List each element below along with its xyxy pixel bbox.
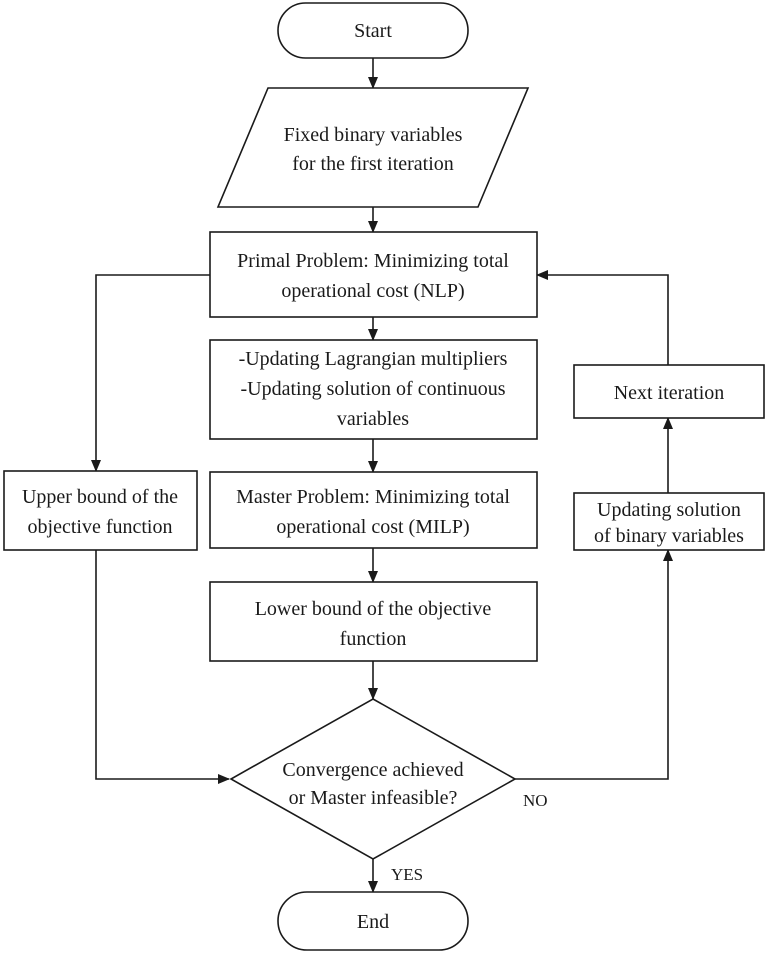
- updating-binary-node: Updating solution of binary variables: [573, 492, 765, 551]
- next-iteration-label: Next iteration: [614, 382, 725, 404]
- edge-next-to-primal: [536, 270, 669, 365]
- updating-binary-line-1: Updating solution: [597, 499, 741, 521]
- decision-line-1: Convergence achieved: [282, 759, 463, 781]
- lower-bound-node: Lower bound of the objective function: [209, 581, 538, 662]
- no-edge-label: NO: [523, 791, 548, 810]
- updating-multipliers-line-1: -Updating Lagrangian multipliers: [239, 348, 508, 370]
- updating-binary-line-2: of binary variables: [594, 525, 744, 547]
- primal-line-2: operational cost (NLP): [281, 280, 464, 302]
- updating-multipliers-node: -Updating Lagrangian multipliers -Updati…: [209, 339, 538, 440]
- lower-bound-line-2: function: [340, 628, 407, 650]
- start-label: Start: [354, 20, 392, 42]
- primal-problem-node: Primal Problem: Minimizing total operati…: [209, 231, 538, 318]
- fixed-binary-line-2: for the first iteration: [292, 153, 454, 175]
- decision-line-2: or Master infeasible?: [289, 787, 458, 809]
- start-terminal: Start: [277, 2, 469, 59]
- next-iteration-node: Next iteration: [573, 364, 765, 419]
- edges: [91, 58, 673, 893]
- updating-multipliers-line-3: variables: [337, 408, 409, 430]
- fixed-binary-input-node: Fixed binary variables for the first ite…: [216, 87, 530, 208]
- primal-line-1: Primal Problem: Minimizing total: [237, 250, 509, 272]
- upper-bound-line-2: objective function: [28, 516, 173, 538]
- yes-edge-label: YES: [391, 865, 423, 884]
- convergence-decision-node: Convergence achieved or Master infeasibl…: [229, 698, 517, 860]
- upper-bound-line-1: Upper bound of the: [22, 486, 178, 508]
- master-line-1: Master Problem: Minimizing total: [236, 486, 510, 508]
- end-terminal: End: [277, 891, 469, 951]
- master-problem-node: Master Problem: Minimizing total operati…: [209, 471, 538, 549]
- upper-bound-node: Upper bound of the objective function: [3, 470, 198, 551]
- edge-primal-to-upper: [91, 274, 210, 472]
- end-label: End: [357, 911, 389, 933]
- lower-bound-line-1: Lower bound of the objective: [255, 598, 492, 620]
- edge-decision-no-to-updating-binary: [515, 549, 673, 780]
- master-line-2: operational cost (MILP): [276, 516, 469, 538]
- fixed-binary-line-1: Fixed binary variables: [284, 124, 463, 146]
- updating-multipliers-line-2: -Updating solution of continuous: [241, 378, 506, 400]
- edge-upper-to-decision: [95, 550, 230, 784]
